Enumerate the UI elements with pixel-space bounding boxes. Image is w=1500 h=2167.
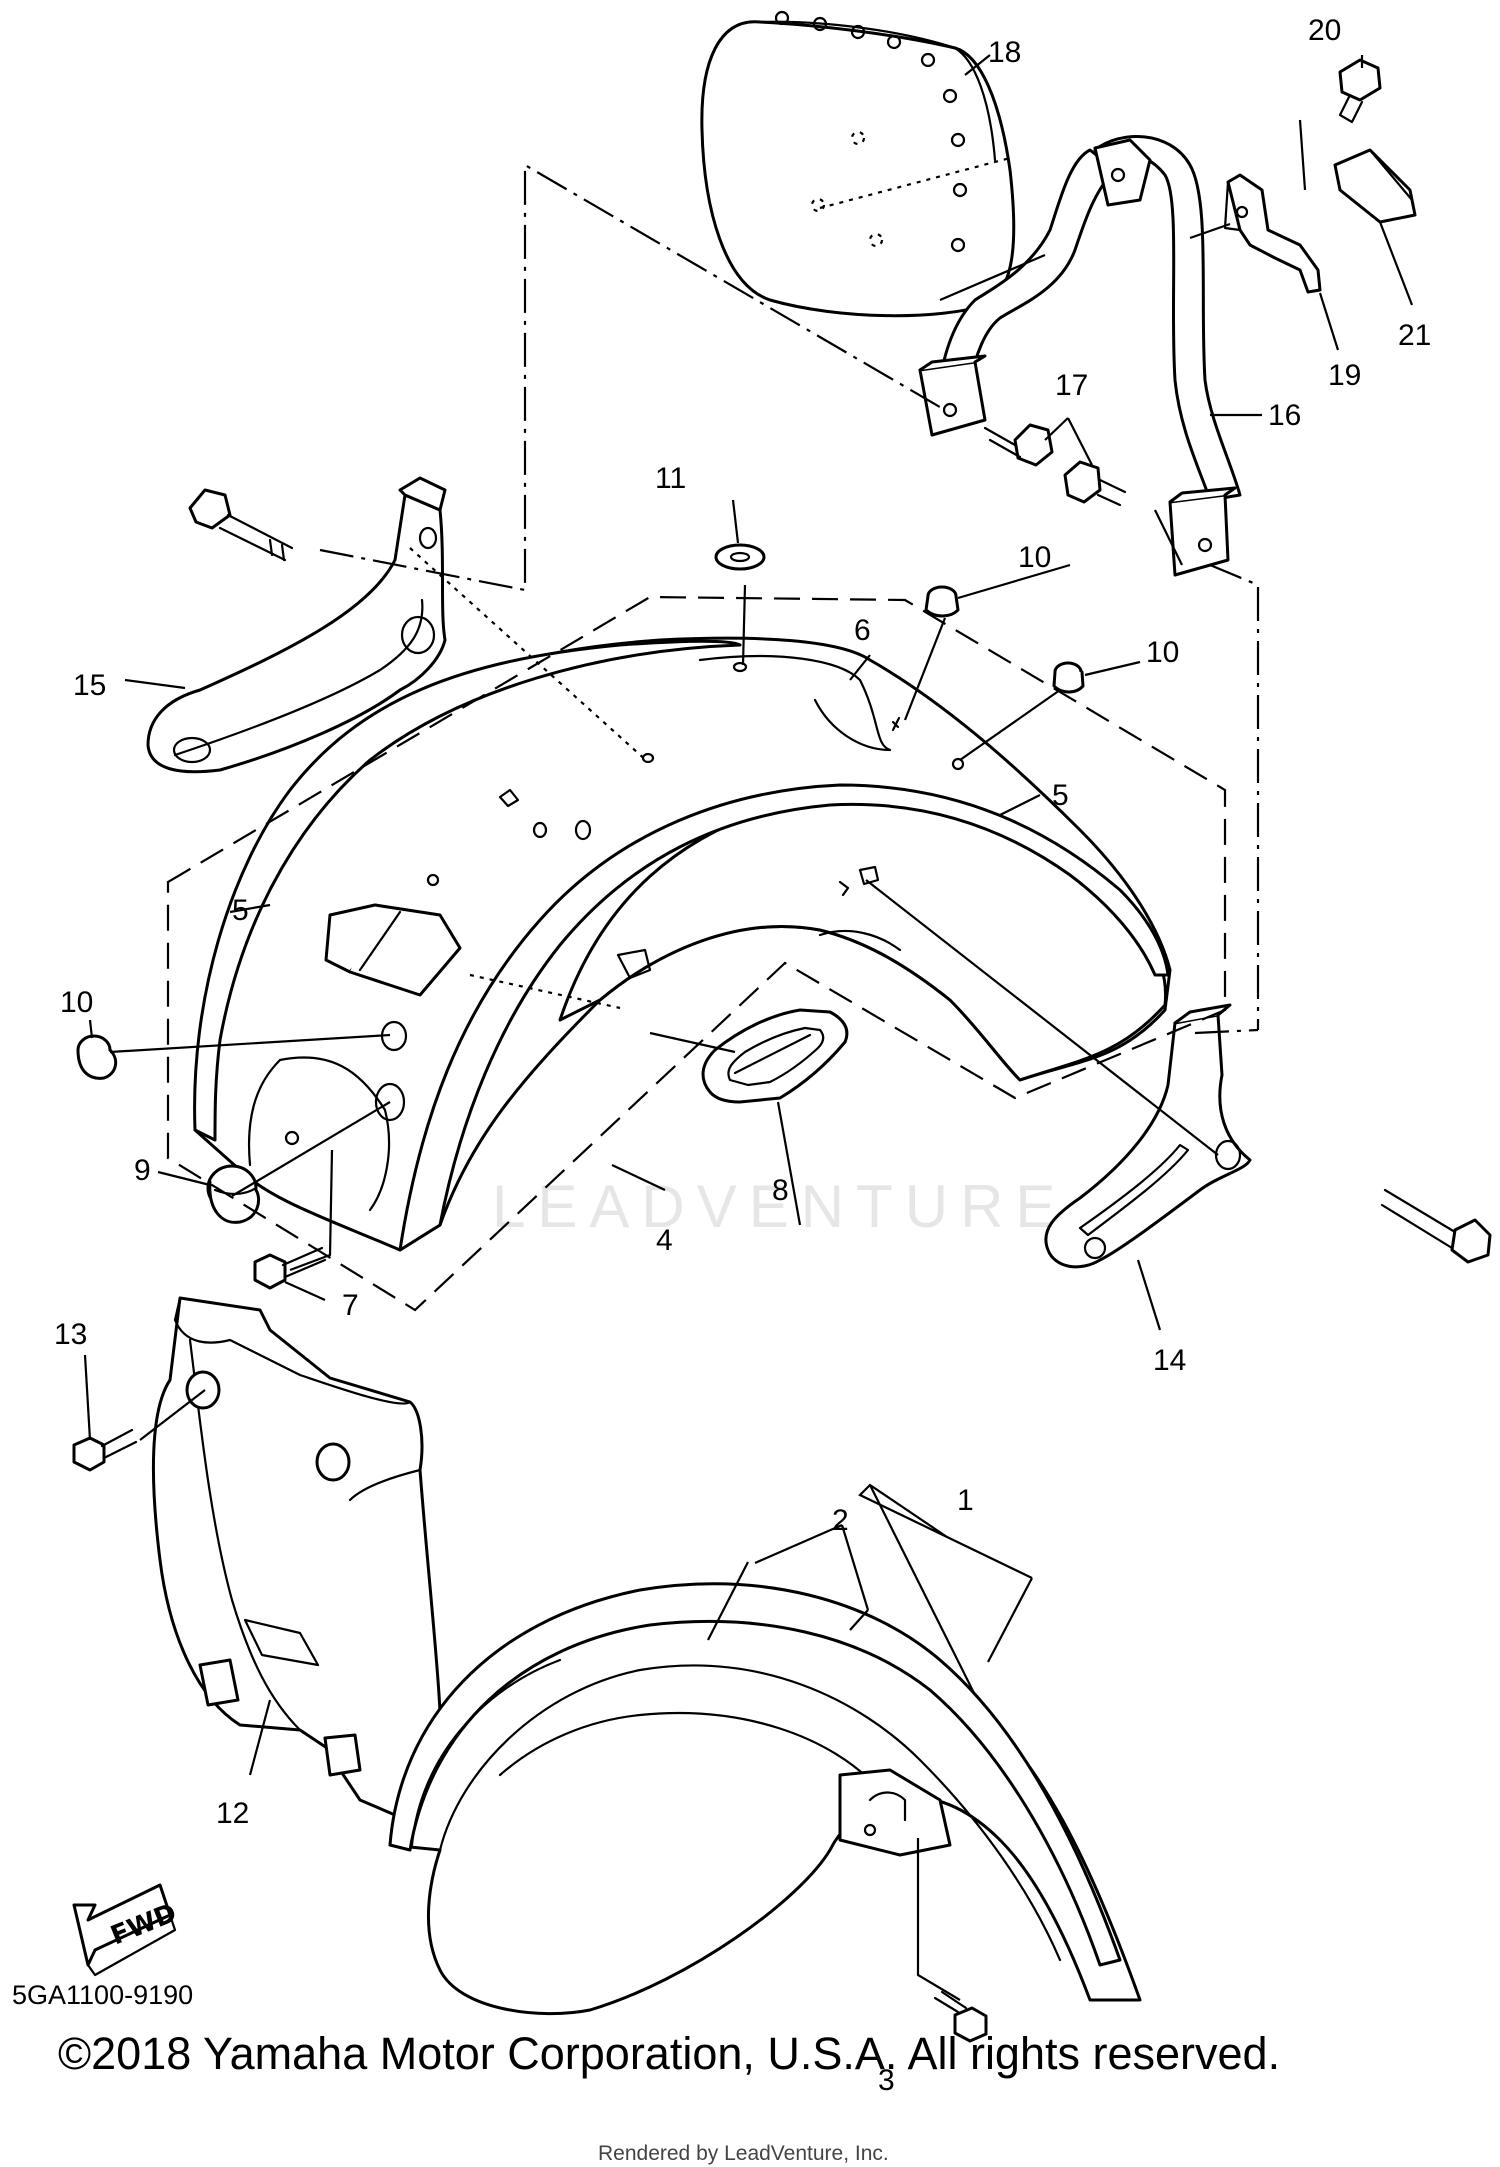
rubber-pad-part-21[interactable] (1333, 148, 1417, 224)
callout-numbers: 1 2 3 4 5 5 6 7 8 9 10 10 10 11 12 13 14… (54, 14, 1431, 2097)
bolt-part-7[interactable] (253, 1246, 327, 1290)
bolt-part-17[interactable] (983, 423, 1127, 507)
callout-10-mid: 10 (1146, 636, 1179, 669)
callout-8: 8 (772, 1174, 789, 1207)
callout-18: 18 (988, 36, 1021, 69)
front-fender-stripe-part-2[interactable] (388, 1582, 1122, 1967)
side-cover-part-12[interactable] (151, 1296, 443, 1817)
callout-10-left: 10 (60, 986, 93, 1019)
grommet-part-11[interactable] (714, 543, 766, 571)
copyright-notice: ©2018 Yamaha Motor Corporation, U.S.A. A… (58, 2028, 1281, 2079)
watermark-text: LEADVENTURE (492, 1173, 1068, 1240)
callout-16: 16 (1268, 399, 1301, 432)
right-stay-part-14[interactable] (1044, 1003, 1492, 1269)
callout-9: 9 (134, 1154, 151, 1187)
rear-fender-part-6[interactable] (193, 636, 1172, 1252)
callout-15: 15 (73, 669, 106, 702)
mounting-lines (109, 119, 1307, 2001)
left-stay-part-15[interactable] (146, 476, 447, 774)
grommet-part-9[interactable] (206, 1164, 261, 1224)
callout-21: 21 (1398, 319, 1431, 352)
fender-side-rail-part-5[interactable] (193, 639, 1170, 1252)
bolt-part-20[interactable] (1338, 58, 1382, 124)
fwd-arrow-icon: FWD (72, 1883, 181, 1977)
bolt-part-3[interactable] (933, 1990, 988, 2043)
callout-2: 2 (832, 1504, 849, 1537)
callout-10-top: 10 (1018, 541, 1051, 574)
callout-19: 19 (1328, 359, 1361, 392)
rendered-by-notice: Rendered by LeadVenture, Inc. (598, 2142, 889, 2165)
grommet-part-10[interactable] (76, 585, 1085, 1080)
callout-11: 11 (655, 462, 686, 495)
callout-13: 13 (54, 1318, 87, 1351)
callout-6: 6 (854, 614, 871, 647)
callout-17: 17 (1055, 369, 1088, 402)
callout-7: 7 (342, 1289, 359, 1322)
callout-12: 12 (216, 1797, 249, 1830)
backrest-bar-part-16[interactable] (918, 135, 1242, 577)
clamp-bracket-part-19[interactable] (1223, 173, 1322, 294)
callout-5-left: 5 (232, 894, 249, 927)
callout-20: 20 (1308, 14, 1341, 47)
callout-5-right: 5 (1052, 779, 1069, 812)
callout-1: 1 (957, 1484, 974, 1517)
callout-4: 4 (656, 1224, 673, 1257)
callout-3: 3 (878, 2064, 895, 2097)
diagram-code: 5GA1100-9190 (12, 1980, 194, 2010)
trim-part-8[interactable] (701, 1008, 849, 1104)
callout-leaders (83, 54, 1414, 1776)
callout-14: 14 (1153, 1344, 1186, 1377)
backrest-pad-part-18[interactable] (700, 10, 1016, 318)
bolt-part-13[interactable] (72, 1428, 138, 1472)
assembly-outline-part-4 (166, 595, 1227, 1312)
